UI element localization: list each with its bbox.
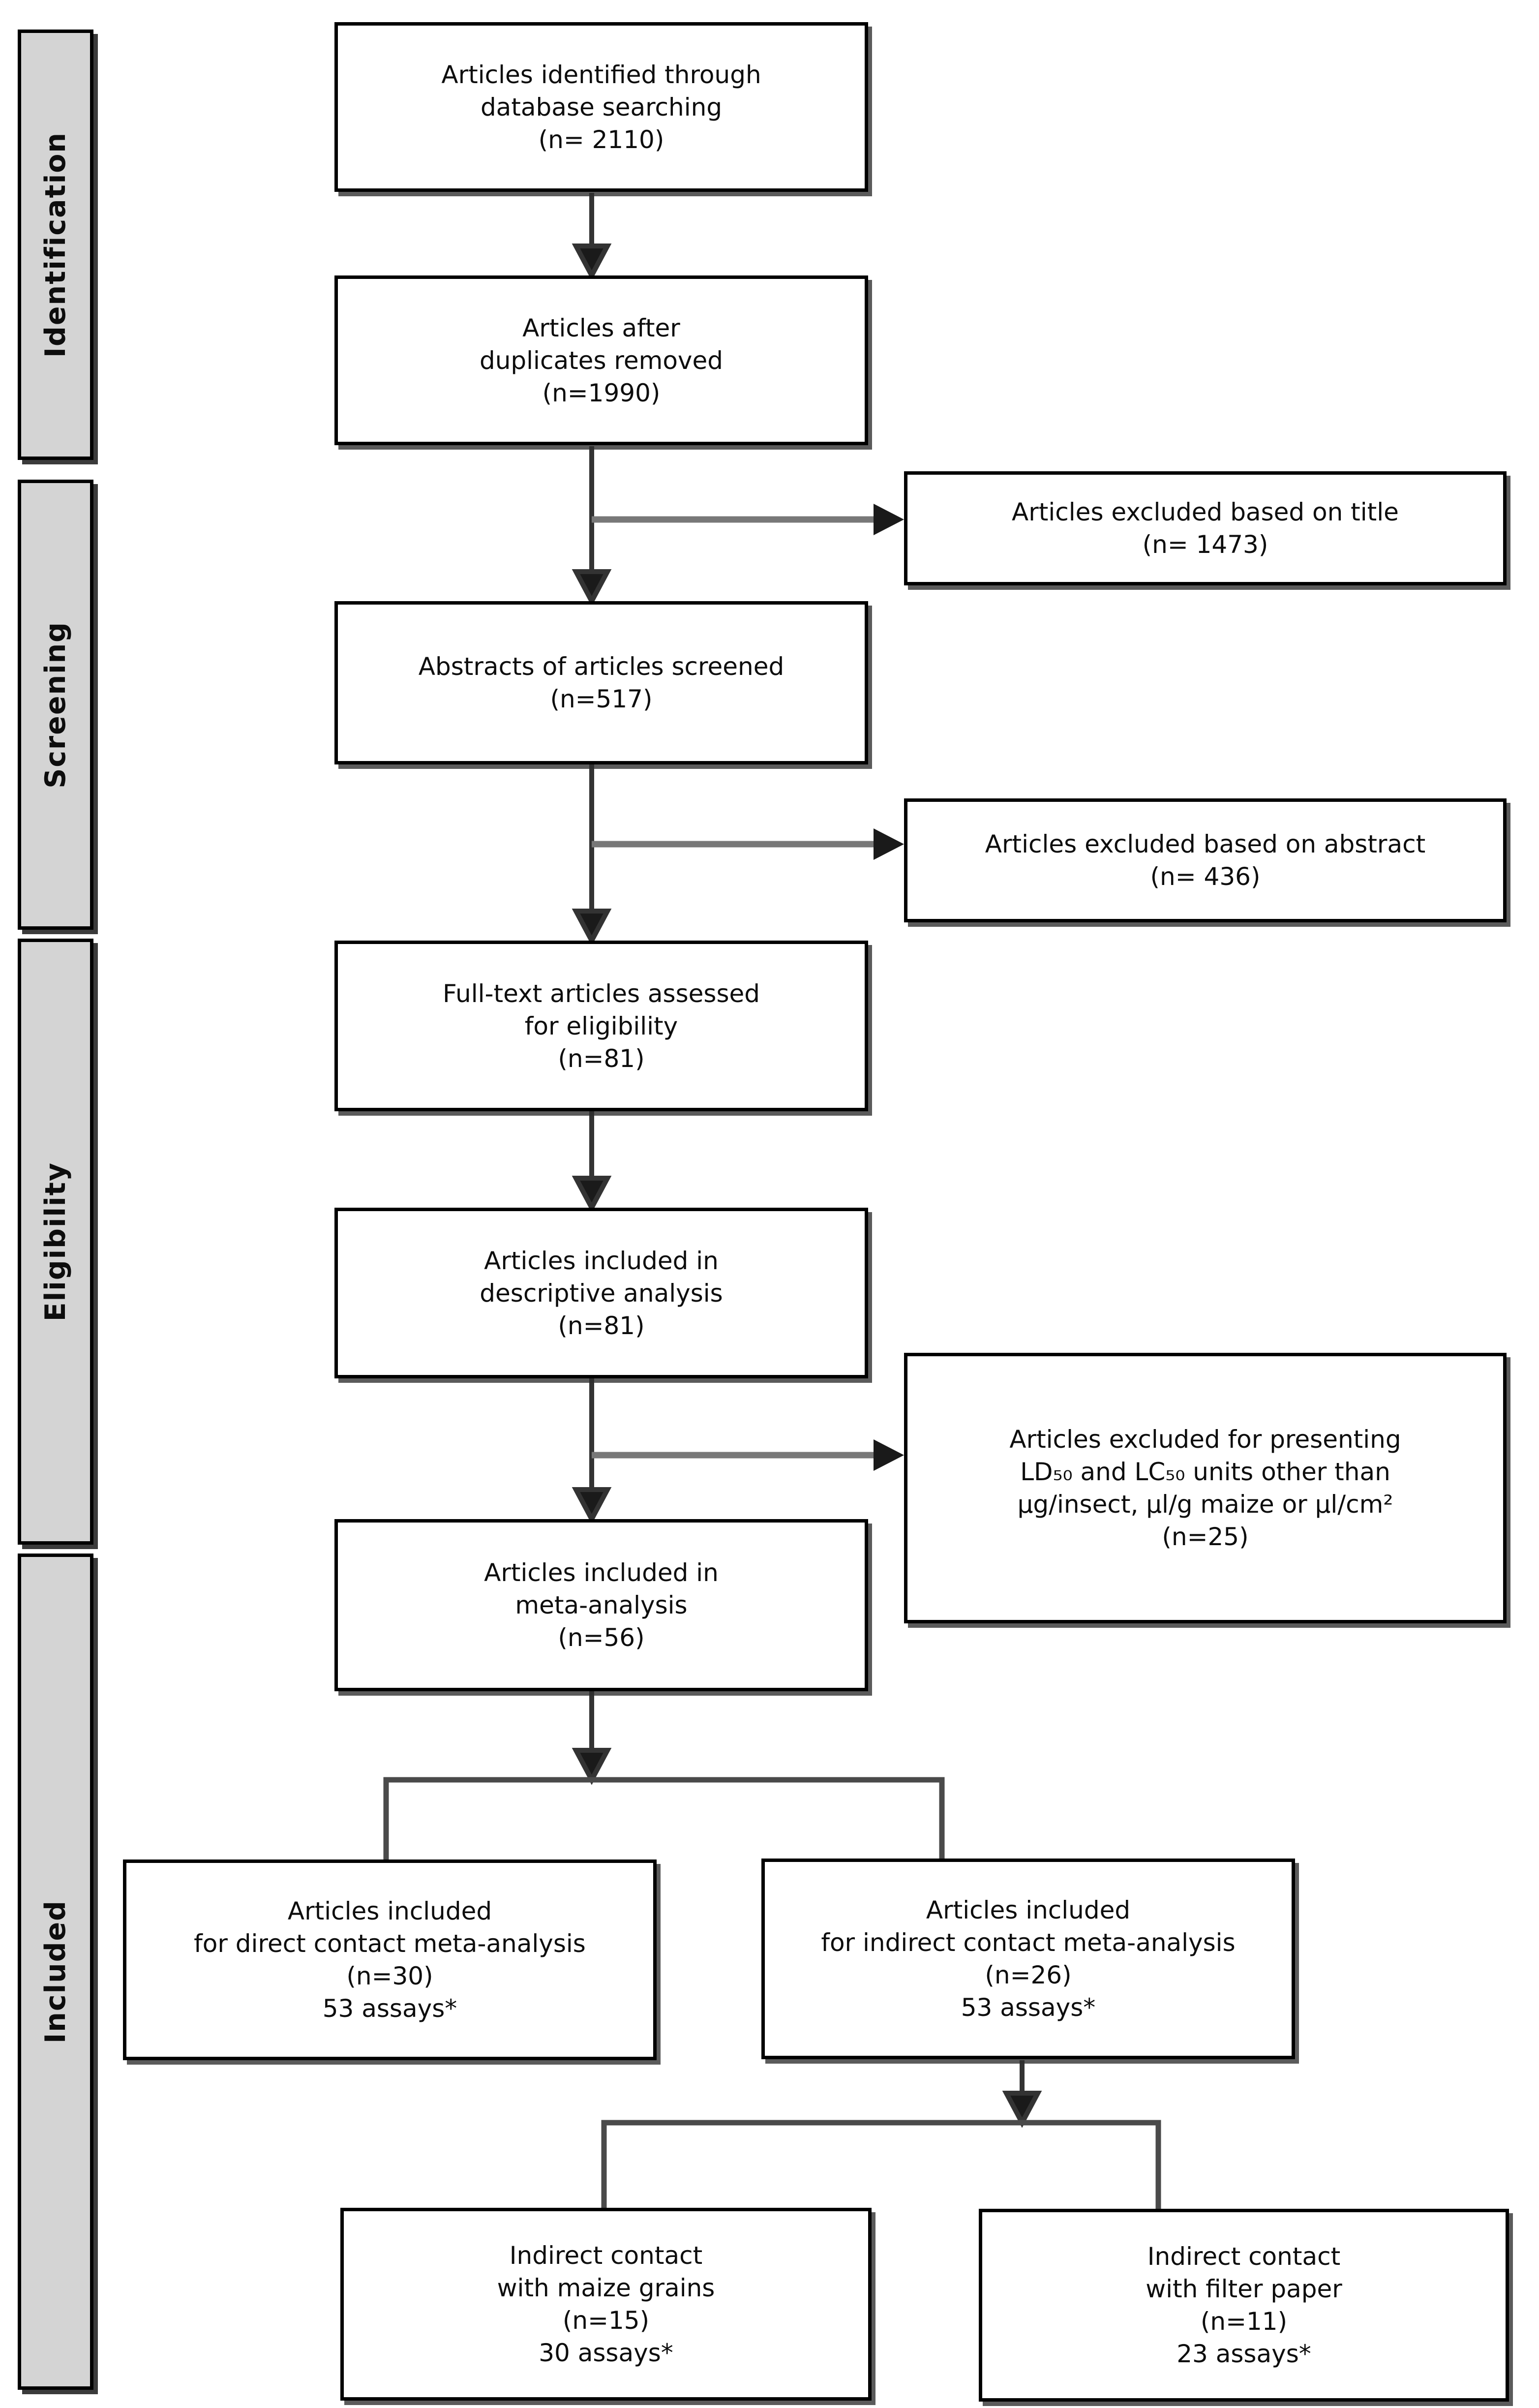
text-line: Articles included in (484, 1246, 719, 1275)
box-excluded-units: Articles excluded for presenting LD₅₀ an… (904, 1353, 1507, 1623)
box-descriptive-analysis: Articles included in descriptive analysi… (334, 1208, 868, 1378)
text-line: µg/insect, µl/g maize or µl/cm² (1017, 1490, 1393, 1519)
box-meta-analysis: Articles included in meta-analysis (n=56… (334, 1519, 868, 1691)
text-line: descriptive analysis (480, 1279, 723, 1308)
text-line: (n=25) (1162, 1523, 1249, 1551)
text-line: duplicates removed (480, 346, 723, 375)
box-indirect-filter-paper: Indirect contact with filter paper (n=11… (979, 2209, 1509, 2402)
text-line: (n=56) (558, 1623, 645, 1652)
text-line: Abstracts of articles screened (418, 652, 785, 681)
text-line: Indirect contact (509, 2241, 703, 2270)
text-line: 53 assays* (322, 1994, 457, 2023)
box-indirect-maize: Indirect contact with maize grains (n=15… (340, 2208, 872, 2401)
branch-bars (383, 1777, 1161, 2211)
text-line: (n= 1473) (1142, 530, 1268, 559)
text-line: (n=517) (550, 685, 653, 713)
text-line: (n=11) (1200, 2307, 1288, 2336)
text-line: (n=81) (558, 1311, 645, 1340)
text-line: with maize grains (497, 2274, 715, 2302)
text-line: for indirect contact meta-analysis (821, 1928, 1236, 1957)
text-line: (n=30) (346, 1962, 433, 1990)
box-excluded-abstract: Articles excluded based on abstract (n= … (904, 798, 1507, 922)
text-line: (n= 436) (1150, 862, 1261, 891)
text-line: Articles included (926, 1896, 1131, 1924)
text-line: Indirect contact (1147, 2242, 1341, 2271)
text-line: Articles after (522, 313, 680, 342)
text-line: meta-analysis (515, 1591, 688, 1619)
stage-label: Included (39, 1900, 72, 2043)
box-indirect-contact: Articles included for indirect contact m… (761, 1859, 1295, 2059)
stage-identification: Identification (18, 30, 93, 460)
text-line: Articles included (287, 1897, 492, 1925)
stage-label: Eligibility (39, 1161, 72, 1322)
stage-label: Identification (39, 131, 72, 358)
text-line: 30 assays* (539, 2339, 673, 2367)
text-line: (n=15) (562, 2306, 650, 2335)
stage-included: Included (18, 1554, 93, 2390)
text-line: 23 assays* (1177, 2340, 1311, 2368)
text-line: Articles excluded for presenting (1009, 1425, 1401, 1454)
text-line: Articles included in (484, 1558, 719, 1587)
box-excluded-title: Articles excluded based on title (n= 147… (904, 471, 1507, 585)
text-line: with filter paper (1146, 2275, 1342, 2303)
stage-label: Screening (39, 621, 72, 789)
text-line: (n=1990) (542, 378, 661, 407)
text-line: Articles excluded based on abstract (985, 830, 1426, 858)
text-line: (n=26) (985, 1961, 1072, 1989)
box-duplicates-removed: Articles after duplicates removed (n=199… (334, 275, 868, 445)
text-line: Full-text articles assessed (443, 979, 760, 1008)
stage-screening: Screening (18, 480, 93, 930)
text-line: (n=81) (558, 1044, 645, 1073)
text-line: database searching (480, 92, 723, 122)
text-line: LD₅₀ and LC₅₀ units other than (1020, 1458, 1390, 1486)
text-line: Articles excluded based on title (1012, 498, 1399, 526)
box-articles-identified: Articles identified through database sea… (334, 22, 868, 192)
text-line: for eligibility (524, 1011, 678, 1040)
exclusion-arrows (592, 504, 904, 1471)
stage-eligibility: Eligibility (18, 939, 93, 1545)
box-direct-contact: Articles included for direct contact met… (123, 1859, 657, 2060)
text-line: for direct contact meta-analysis (194, 1929, 586, 1958)
box-abstracts-screened: Abstracts of articles screened (n=517) (334, 601, 868, 764)
text-line: 53 assays* (961, 1993, 1096, 2022)
text-line: Articles identified through (441, 60, 761, 89)
text-line: (n= 2110) (538, 125, 664, 154)
flow-arrows (572, 193, 1042, 2128)
box-fulltext-assessed: Full-text articles assessed for eligibil… (334, 941, 868, 1111)
